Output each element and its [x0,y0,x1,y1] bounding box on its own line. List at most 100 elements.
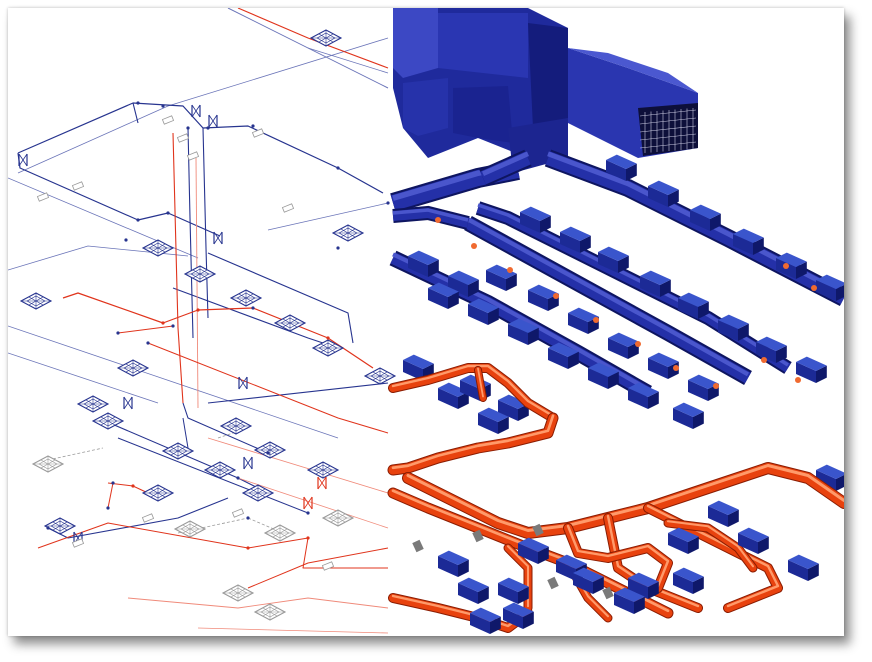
valve-icon [243,456,253,470]
pipe-tag [176,133,190,143]
air-terminal-box-icon [408,250,439,277]
red-pipe-drop [474,366,487,402]
diffuser-x-icon [221,584,255,602]
air-terminal-box-icon [678,292,709,319]
grille-bar [639,117,697,125]
air-terminal-box-icon [690,204,721,231]
junction-dot [186,126,190,130]
pipe-coupling [532,523,544,537]
junction-dot [46,526,50,530]
supply-duct-tee [392,205,470,230]
red-pipe-upper [388,363,558,423]
junction-dot [206,126,210,130]
junction-dot [246,516,250,520]
air-terminal-box-icon [438,382,469,409]
air-terminal-box-icon [468,298,499,325]
pipe-tag [141,513,155,523]
pipe-coupling [547,576,559,590]
junction-dot [116,331,120,335]
diffuser-x-icon [241,484,275,502]
pipe-tag [186,151,200,161]
diffuser-x-icon [253,441,287,459]
outlet-grille-icon [638,103,698,156]
supply-run-thin [8,325,339,439]
junction-dot [161,104,165,108]
air-terminal-box-icon [548,342,579,369]
junction-dot [166,211,170,215]
air-terminal-box-icon [520,206,551,233]
schematic-linework [8,8,397,634]
valve-icon [238,376,248,390]
flex-connector [435,217,441,223]
air-terminal-box-icon [478,407,509,434]
grille-bar [639,125,697,133]
return-run [237,8,389,69]
supply-duct-branch [464,215,752,385]
return-branch-light [197,627,389,634]
diffuser-x-icon [321,509,355,527]
flex-connector [553,293,559,299]
junction-dot [136,101,140,105]
air-terminal-box-icon [648,180,679,207]
junction-dot [161,321,165,325]
flex-connector [673,365,679,371]
air-terminal-box-icon [628,382,659,409]
air-terminal-box-icon [816,274,844,301]
air-terminal-box-icon [640,270,671,297]
grille-bar [639,133,697,141]
diffuser-x-icon [363,367,397,385]
red-pipe-loop [663,518,758,573]
air-terminal-box-icon [486,264,517,291]
return-branch-light [127,597,389,609]
return-branch [107,482,114,509]
diffuser-x-icon [309,29,343,47]
air-terminal-box-icon [756,336,787,363]
junction-dot [131,484,135,488]
air-terminal-box-icon [448,270,479,297]
air-terminal-box-icon [668,527,699,554]
diffuser-x-icon [229,289,263,307]
air-terminal-box-icon [673,402,704,429]
air-terminal-box-icon [733,228,764,255]
flex-connector [795,377,801,383]
pipe-tag [161,115,175,125]
grille-bar [639,109,697,117]
air-terminal-box-icon [560,226,591,253]
supply-branch [67,497,229,539]
air-terminal-box-icon [788,554,819,581]
3d-model [387,8,844,634]
supply-branch [117,437,309,514]
junction-dot [386,201,390,205]
hvac-drawing-canvas [8,8,844,634]
air-terminal-box-icon [628,572,659,599]
supply-run-thin [307,47,389,74]
junction-dot [111,481,115,485]
return-branch [37,522,388,569]
flex-connector [761,357,767,363]
return-branch [107,482,149,494]
air-terminal-box-icon [718,314,749,341]
return-branch-light [237,477,389,529]
ahu-face [393,8,438,78]
air-terminal-box-icon [438,550,469,577]
diffuser-x-icon [76,395,110,413]
diffuser-x-icon [183,265,217,283]
diffuser-x-icon [203,461,237,479]
diffuser-x-icon [311,339,345,357]
air-terminal-box-icon [708,500,739,527]
flex-connector [713,383,719,389]
pipe-tag [71,538,85,548]
diffuser-x-icon [91,412,125,430]
supply-branch [182,402,269,454]
diffuser-x-icon [273,314,307,332]
valve-icon [191,104,201,118]
pipe-coupling [412,539,424,553]
junction-dot [336,166,340,170]
air-terminal-box-icon [606,154,637,181]
return-branch [147,342,389,434]
pipe-tag [281,203,295,213]
supply-branch [182,417,189,449]
ahu-face [453,86,513,143]
air-terminal-box-icon [608,332,639,359]
flex-connector [593,317,599,323]
